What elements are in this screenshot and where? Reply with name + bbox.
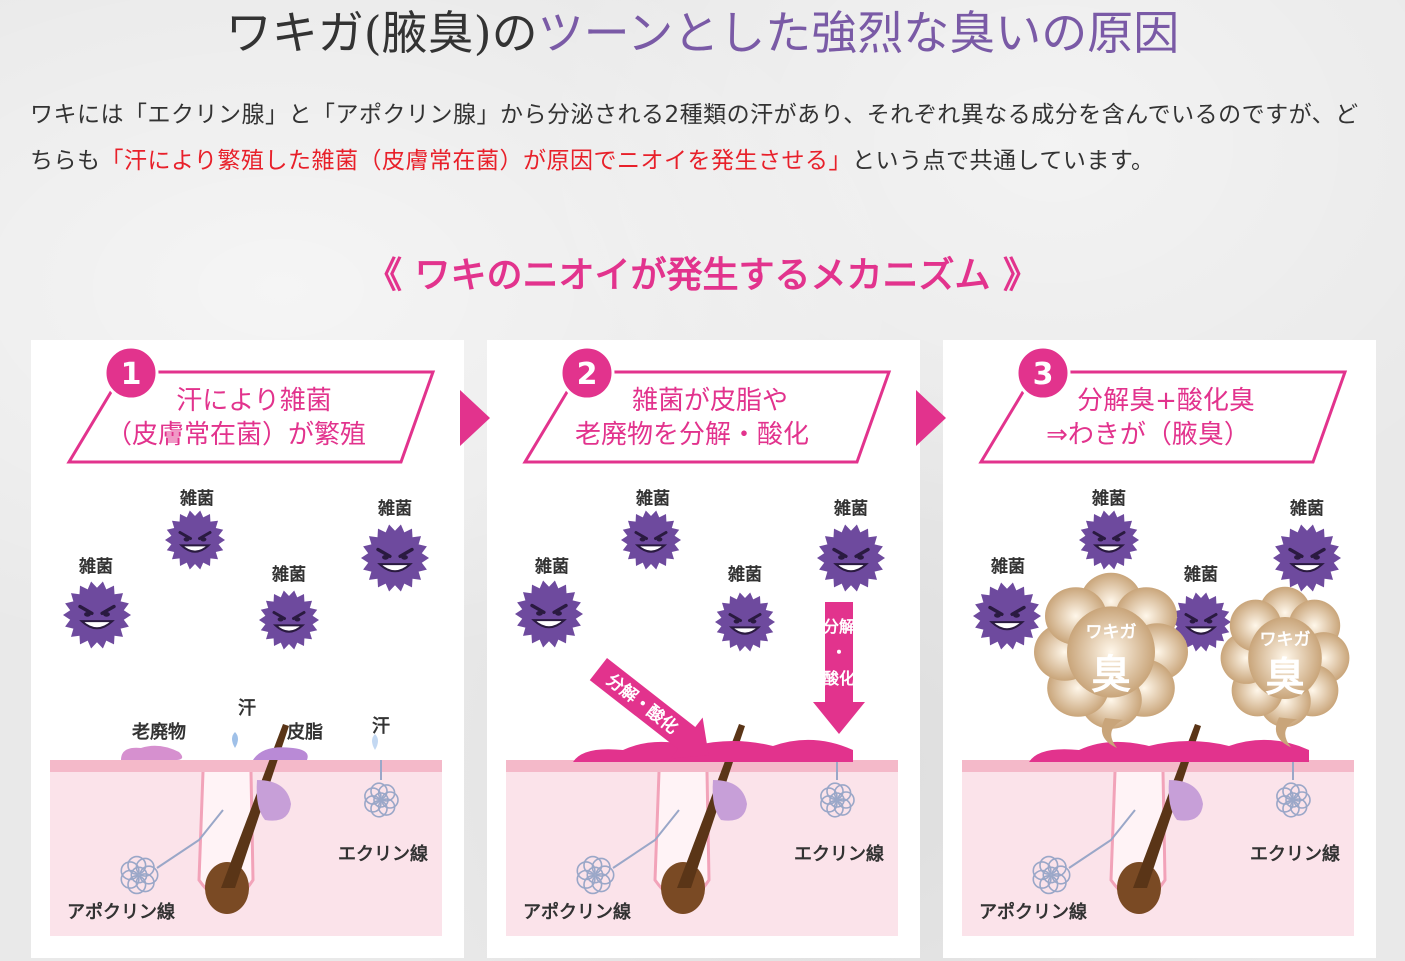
apocrine-duct bbox=[612, 809, 680, 869]
hair-shaft bbox=[221, 724, 289, 888]
intro-paragraph: ワキには「エクリン腺」と「アポクリン腺」から分泌される2種類の汗があり、それぞれ… bbox=[30, 92, 1375, 184]
germ-icon bbox=[973, 582, 1041, 650]
germ-label: 雑菌 bbox=[1183, 564, 1218, 585]
step-number: 2 bbox=[577, 357, 598, 392]
odor-label-main: 臭 bbox=[1091, 652, 1131, 698]
decompose-label-2a: 分解 bbox=[823, 617, 855, 636]
apocrine-duct bbox=[1068, 809, 1136, 869]
decomposed-layer bbox=[573, 739, 853, 762]
germ-icon bbox=[515, 580, 583, 648]
germ-label: 雑菌 bbox=[271, 564, 306, 585]
germ-label: 雑菌 bbox=[833, 498, 868, 519]
germ-label: 雑菌 bbox=[179, 488, 214, 509]
sweat-drop-icon bbox=[372, 734, 378, 750]
step-illustration: アポクリン線エクリン線2雑菌が皮脂や老廃物を分解・酸化雑菌雑菌雑菌雑菌分解・酸化… bbox=[506, 345, 898, 936]
intro-text-1: ワキには「エクリン腺」と「アポクリン腺」から分泌される2種類の汗があり、それぞれ… bbox=[30, 102, 1359, 174]
germ-label: 雑菌 bbox=[990, 556, 1025, 577]
germ-label: 雑菌 bbox=[78, 556, 113, 577]
decompose-label-2c: 酸化 bbox=[823, 669, 855, 688]
step-title-line-1: 汗により雑菌 bbox=[176, 386, 331, 416]
germ-icon bbox=[1079, 510, 1139, 570]
apocrine-label: アポクリン線 bbox=[979, 901, 1087, 923]
germ-label: 雑菌 bbox=[1289, 498, 1324, 519]
sebum-label: 皮脂 bbox=[287, 721, 323, 743]
step-title-line-2: （皮膚常在菌）が繁殖 bbox=[106, 420, 366, 450]
step-title-line-1: 雑菌が皮脂や bbox=[632, 386, 788, 416]
eccrine-gland-icon bbox=[1276, 782, 1311, 818]
germ-label: 雑菌 bbox=[1091, 488, 1126, 509]
next-arrow-1 bbox=[460, 390, 490, 446]
apocrine-duct bbox=[156, 809, 224, 869]
intro-text-2: という点で共通しています。 bbox=[852, 148, 1155, 174]
waste-deposit bbox=[121, 745, 183, 760]
apocrine-gland-icon bbox=[576, 855, 615, 895]
intro-highlight: 「汗により繁殖した雑菌（皮膚常在菌）が原因でニオイを発生させる」 bbox=[100, 148, 853, 174]
germ-icon bbox=[165, 510, 225, 570]
decomposed-layer bbox=[1029, 739, 1309, 762]
germ-icon bbox=[1171, 592, 1231, 652]
germ-label: 雑菌 bbox=[534, 556, 569, 577]
sweat-label-2: 汗 bbox=[372, 715, 390, 737]
step-title-line-2: ⇒わきが（腋臭） bbox=[1046, 420, 1250, 450]
decompose-label-2b: ・ bbox=[831, 643, 847, 662]
germ-icon bbox=[259, 590, 319, 650]
eccrine-gland-icon bbox=[364, 782, 399, 818]
apocrine-label: アポクリン線 bbox=[67, 901, 175, 923]
germ-label: 雑菌 bbox=[727, 564, 762, 585]
apocrine-gland-icon bbox=[120, 855, 159, 895]
waste-label: 老廃物 bbox=[132, 721, 186, 743]
apocrine-label: アポクリン線 bbox=[523, 901, 631, 923]
decompose-label-1: 分解・酸化 bbox=[602, 669, 682, 738]
step-box-1: 1 汗により雑菌 （皮膚常在菌）が繁殖 bbox=[66, 345, 436, 464]
decompose-arrow-2: 分解・酸化 bbox=[813, 602, 865, 734]
eccrine-label: エクリン線 bbox=[338, 843, 428, 865]
skin-surface bbox=[50, 760, 442, 772]
germ-icon bbox=[1273, 524, 1341, 592]
step-number-badge bbox=[559, 345, 615, 401]
step-title-line-2: 老廃物を分解・酸化 bbox=[575, 420, 809, 450]
step-number: 1 bbox=[121, 357, 142, 392]
sebaceous-gland bbox=[1168, 780, 1203, 821]
eccrine-gland-icon bbox=[820, 782, 855, 818]
page-title: ワキガ(腋臭)のツーンとした強烈な臭いの原因 bbox=[225, 6, 1180, 60]
next-arrow-2 bbox=[916, 390, 946, 446]
step-number-badge bbox=[103, 345, 159, 401]
skin-surface bbox=[962, 760, 1354, 772]
germ-icon bbox=[817, 524, 885, 592]
eccrine-label: エクリン線 bbox=[794, 843, 884, 865]
eccrine-label: エクリン線 bbox=[1250, 843, 1340, 865]
germ-icon bbox=[361, 524, 429, 592]
step-box-3: 3 分解臭+酸化臭 ⇒わきが（腋臭） bbox=[978, 345, 1348, 464]
odor-label-main: 臭 bbox=[1265, 654, 1305, 700]
sebaceous-gland bbox=[256, 780, 291, 821]
step-title-line-1: 分解臭+酸化臭 bbox=[1077, 386, 1255, 416]
skin-surface bbox=[506, 760, 898, 772]
germ-icon bbox=[715, 592, 775, 652]
germ-label: 雑菌 bbox=[377, 498, 412, 519]
hair-shaft bbox=[677, 724, 745, 888]
germ-icon bbox=[63, 581, 131, 649]
step-number: 3 bbox=[1033, 357, 1054, 392]
germ-label: 雑菌 bbox=[635, 488, 670, 509]
hair-shaft bbox=[1133, 724, 1201, 888]
mechanism-title: 《 ワキのニオイが発生するメカニズム 》 bbox=[365, 255, 1040, 296]
step-illustration: アポクリン線エクリン線3分解臭+酸化臭⇒わきが（腋臭）雑菌雑菌雑菌雑菌ワキガ臭ワ… bbox=[962, 345, 1354, 936]
sweat-label-1: 汗 bbox=[238, 697, 256, 719]
germ-icon bbox=[621, 510, 681, 570]
odor-label-top: ワキガ bbox=[1086, 623, 1137, 643]
sebum-deposit bbox=[253, 747, 308, 760]
step-number-badge bbox=[1015, 345, 1071, 401]
apocrine-gland-icon bbox=[1032, 855, 1071, 895]
odor-label-top: ワキガ bbox=[1260, 630, 1311, 650]
sebaceous-gland bbox=[712, 780, 747, 821]
sweat-drop-icon bbox=[232, 732, 238, 748]
step-illustration: アポクリン線エクリン線老廃物皮脂汗汗1汗により雑菌（皮膚常在菌）が繁殖雑菌雑菌雑… bbox=[50, 345, 442, 936]
